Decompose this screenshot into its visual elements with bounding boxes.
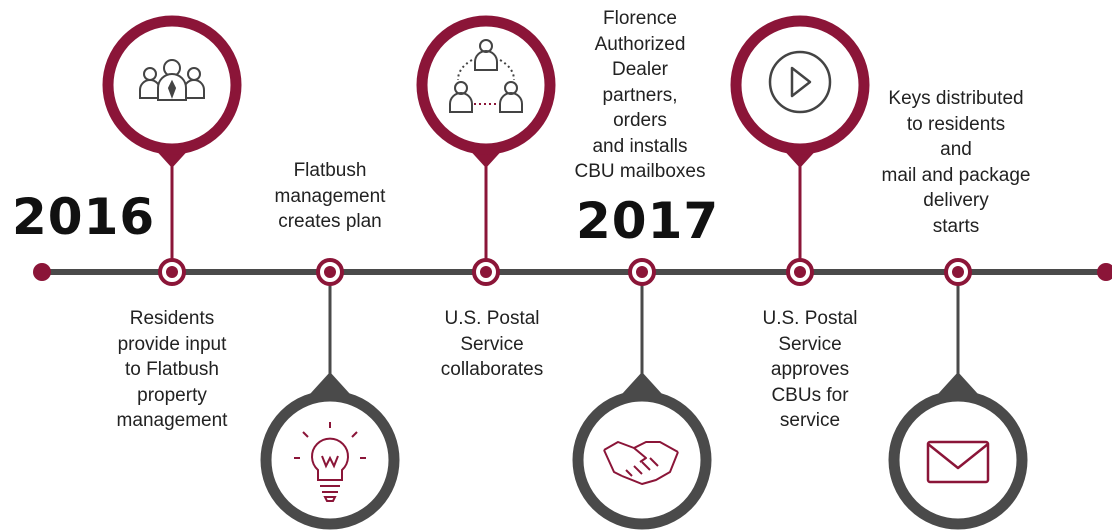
- play-icon: [768, 50, 832, 114]
- step-2-label: Flatbush management creates plan: [274, 160, 386, 232]
- step-4-label: Florence Authorized Dealer partners, ord…: [574, 8, 706, 182]
- step-5-label: U.S. Postal Service approves CBUs for se…: [762, 308, 858, 431]
- step-6-label: Keys distributed to residents and mail a…: [881, 88, 1031, 237]
- year-label-2017: 2017: [576, 192, 720, 250]
- step-2-marker: [260, 258, 400, 530]
- timeline-end-dot: [1097, 263, 1112, 281]
- step-6-marker: [888, 258, 1028, 530]
- network-people-icon: [449, 39, 523, 113]
- group-people-icon: [139, 59, 205, 101]
- handshake-icon: [603, 441, 679, 485]
- year-label-2016: 2016: [12, 188, 156, 246]
- step-5-marker: [730, 15, 870, 286]
- step-3-marker: [416, 15, 556, 286]
- step-3-label: U.S. Postal Service collaborates: [440, 308, 544, 380]
- lightbulb-icon: [294, 422, 366, 502]
- timeline-start-dot: [33, 263, 51, 281]
- step-1-label: Residents provide input to Flatbush prop…: [116, 308, 228, 431]
- envelope-icon: [926, 440, 990, 484]
